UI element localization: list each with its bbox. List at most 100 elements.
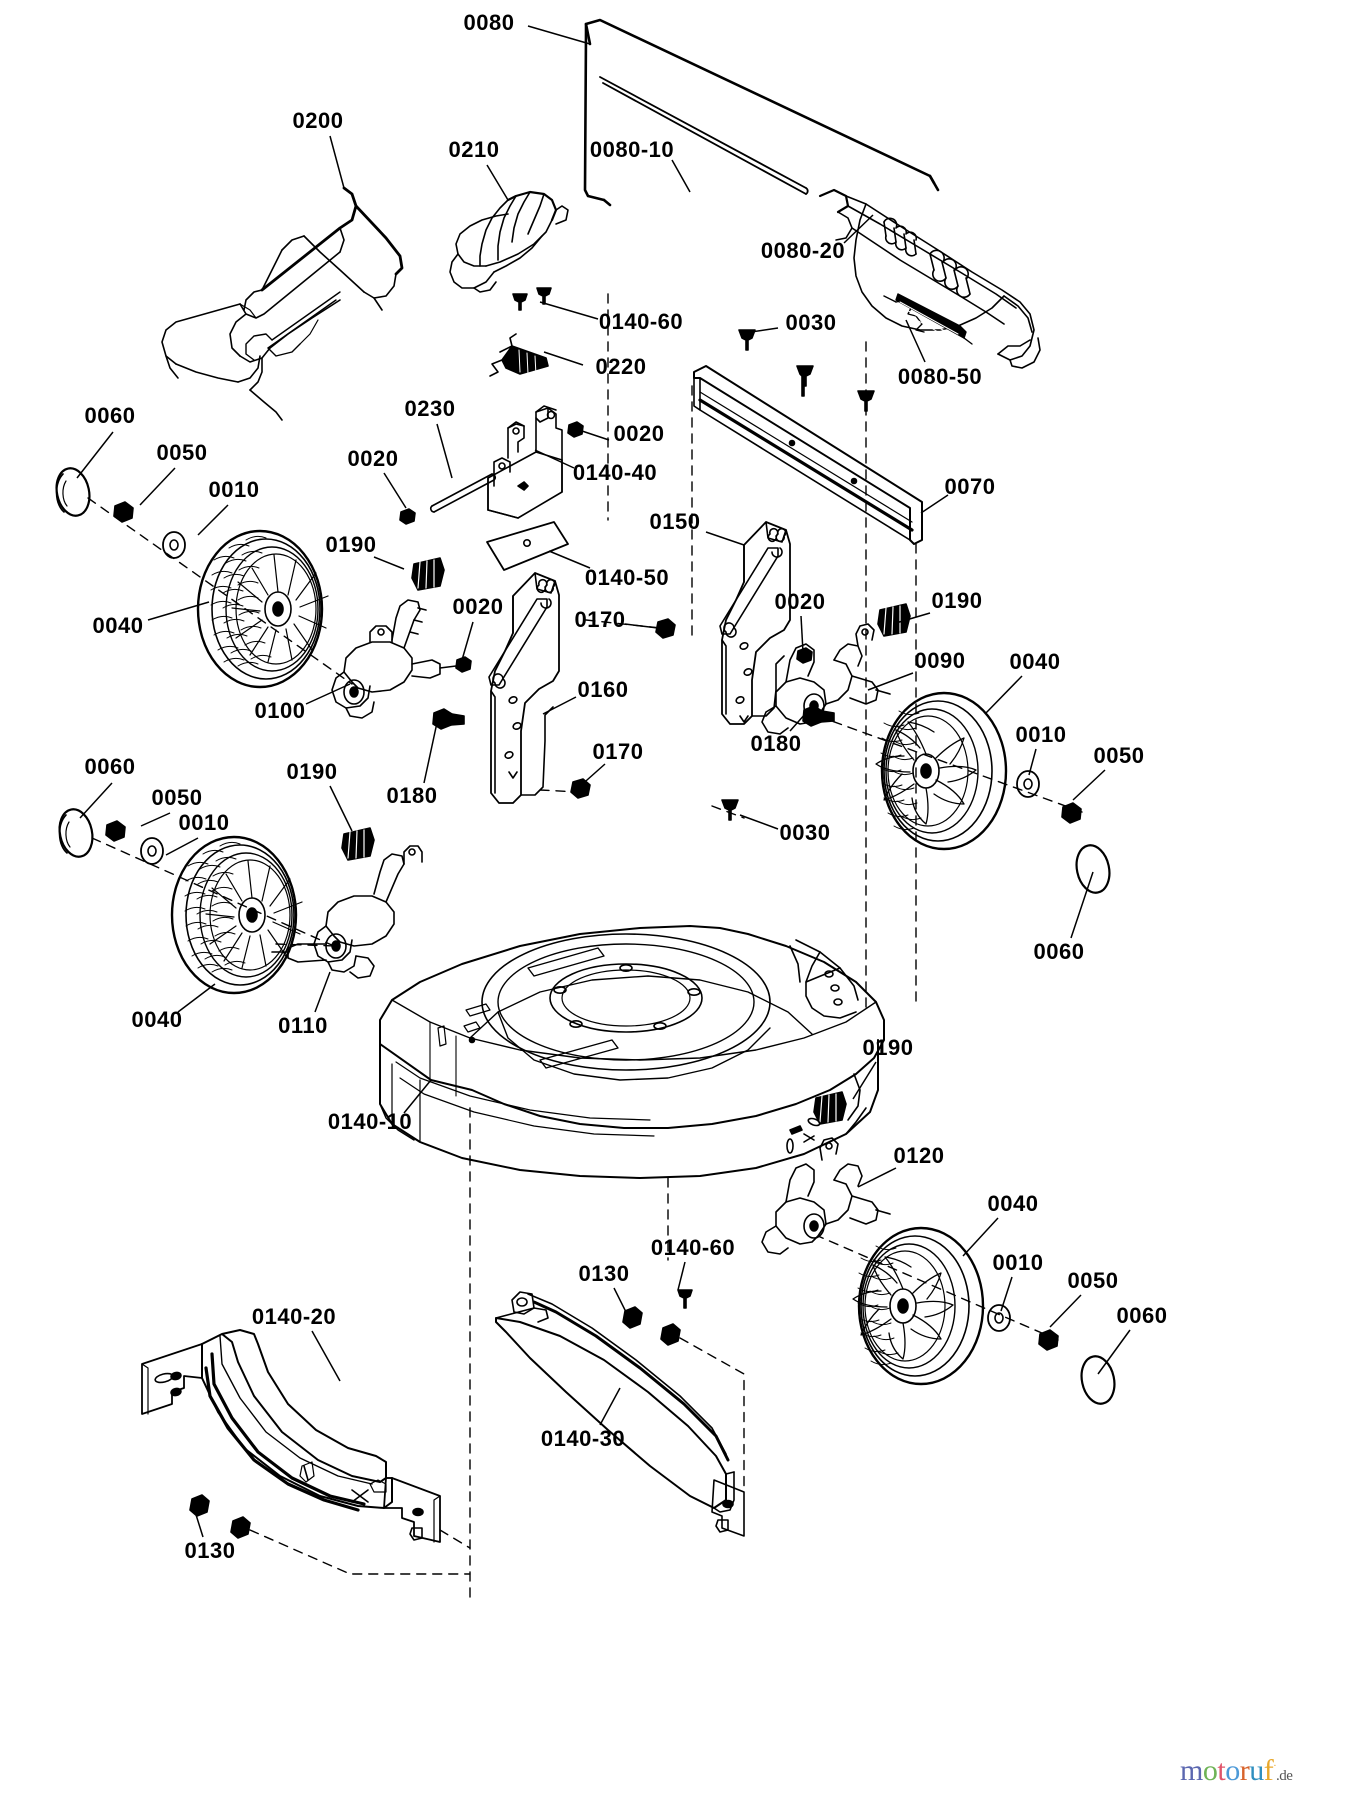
axis-bumper-bolts <box>249 1529 471 1575</box>
callout-label-0070: 0070 <box>944 474 996 499</box>
callout-label-0180: 0180 <box>750 731 802 756</box>
callout-label-0010: 0010 <box>992 1250 1044 1275</box>
callout-label-0030: 0030 <box>779 820 831 845</box>
part-0080-20-lower-handle <box>818 188 1041 369</box>
callout-label-0140-10: 0140-10 <box>327 1109 413 1134</box>
callout-label-0050: 0050 <box>151 785 203 810</box>
callout-label-0180: 0180 <box>386 783 438 808</box>
part-0140-40-bracket <box>487 405 563 519</box>
callout-label-0010: 0010 <box>1015 722 1067 747</box>
part-0210-lever <box>449 190 569 293</box>
part-0070-rear-bar <box>693 365 923 545</box>
part-0060-hubcap-left-upper <box>55 467 91 517</box>
callout-label-0040: 0040 <box>987 1191 1039 1216</box>
callout-label-0020: 0020 <box>613 421 665 446</box>
callout-label-0210: 0210 <box>448 137 500 162</box>
part-0040-wheel-right-upper <box>875 691 1008 851</box>
callout-label-0080-20: 0080-20 <box>760 238 846 263</box>
callout-label-0010: 0010 <box>178 810 230 835</box>
callout-label-0190: 0190 <box>286 759 338 784</box>
part-0060-hubcap-right-upper <box>1075 844 1111 894</box>
part-0160-height-bracket <box>488 572 560 804</box>
callout-label-0080-50: 0080-50 <box>897 364 983 389</box>
callout-label-0220: 0220 <box>595 354 647 379</box>
callout-label-0100: 0100 <box>254 698 306 723</box>
callout-label-0040: 0040 <box>1009 649 1061 674</box>
watermark-dot: · <box>1273 1761 1277 1772</box>
axis-left-upper <box>87 497 353 685</box>
part-0130-bolts <box>189 1306 681 1539</box>
axis-bumper-right <box>439 1529 471 1549</box>
callout-label-0130: 0130 <box>184 1538 236 1563</box>
part-0040-wheel-left-lower <box>170 835 303 995</box>
axis-0170-right <box>539 789 579 793</box>
callout-label-0010: 0010 <box>208 477 260 502</box>
part-0040-wheel-left-upper <box>196 529 329 689</box>
callout-label-0140-20: 0140-20 <box>251 1304 337 1329</box>
part-0060-hubcap-left-lower <box>58 808 94 858</box>
watermark-letter: o <box>1225 1754 1240 1787</box>
part-0180-bolts <box>432 705 835 730</box>
part-0190-clips <box>341 557 911 1125</box>
watermark-letter: u <box>1249 1754 1264 1787</box>
axis-deflector <box>679 1337 745 1493</box>
callout-label-0030: 0030 <box>785 310 837 335</box>
part-0120-axle-assembly <box>761 1137 891 1255</box>
callout-label-0050: 0050 <box>1093 743 1145 768</box>
watermark-letter: m <box>1180 1754 1203 1787</box>
callout-label-0140-60: 0140-60 <box>598 309 684 334</box>
callout-label-0080-10: 0080-10 <box>589 137 675 162</box>
callout-label-0040: 0040 <box>131 1007 183 1032</box>
callout-label-0060: 0060 <box>84 754 136 779</box>
callout-label-0150: 0150 <box>649 509 701 534</box>
motoruf-watermark: motoruf·.de <box>1180 1754 1293 1787</box>
part-0230-rod <box>430 473 496 513</box>
callout-label-0130: 0130 <box>578 1261 630 1286</box>
watermark-suffix: .de <box>1276 1768 1293 1784</box>
callout-label-0080: 0080 <box>463 10 515 35</box>
watermark-letter: t <box>1217 1754 1226 1787</box>
callout-label-0020: 0020 <box>452 594 504 619</box>
callout-label-0110: 0110 <box>278 1013 328 1038</box>
part-0140-50-plate <box>486 521 569 571</box>
axis-0030-deck <box>711 805 745 819</box>
part-0110-drive-axle-assembly <box>271 845 423 979</box>
part-0140-30-rear-deflector <box>495 1291 745 1537</box>
callout-label-0050: 0050 <box>1067 1268 1119 1293</box>
callout-label-0230: 0230 <box>404 396 456 421</box>
part-0090-axle-assembly <box>761 623 891 735</box>
callout-label-0060: 0060 <box>84 403 136 428</box>
callout-label-0190: 0190 <box>931 588 983 613</box>
callout-label-0140-60: 0140-60 <box>650 1235 736 1260</box>
watermark-letter: f <box>1263 1754 1274 1787</box>
axis-left-lower <box>91 837 335 947</box>
callout-label-0190: 0190 <box>325 532 377 557</box>
part-0050-locknuts <box>105 501 1082 1351</box>
callout-label-0050: 0050 <box>156 440 208 465</box>
part-0150-height-bracket <box>719 521 791 725</box>
part-0140-60-screw-lower <box>677 1289 693 1309</box>
callout-label-0060: 0060 <box>1033 939 1085 964</box>
callout-label-0140-50: 0140-50 <box>584 565 670 590</box>
part-0140-60-screws-upper <box>512 287 552 311</box>
axis-right-lower <box>817 1235 1059 1341</box>
callout-label-0140-40: 0140-40 <box>572 460 658 485</box>
part-0200-deflector <box>161 186 404 421</box>
part-0100-drive-axle-assembly <box>331 599 457 719</box>
watermark-letter: o <box>1202 1754 1218 1787</box>
part-0040-wheel-right-lower <box>852 1226 985 1386</box>
part-0220-spring <box>489 333 549 377</box>
callout-label-0200: 0200 <box>292 108 344 133</box>
part-0060-hubcap-right-lower <box>1080 1355 1116 1405</box>
callout-label-0190: 0190 <box>862 1035 914 1060</box>
callout-label-0170: 0170 <box>574 607 626 632</box>
watermark-letter: r <box>1239 1754 1250 1787</box>
callout-label-0020: 0020 <box>347 446 399 471</box>
part-0080-upper-handle <box>583 18 940 207</box>
callout-label-0020: 0020 <box>774 589 826 614</box>
callout-label-0160: 0160 <box>577 677 629 702</box>
part-0140-10-mower-deck <box>379 925 885 1179</box>
callout-label-0040: 0040 <box>92 613 144 638</box>
